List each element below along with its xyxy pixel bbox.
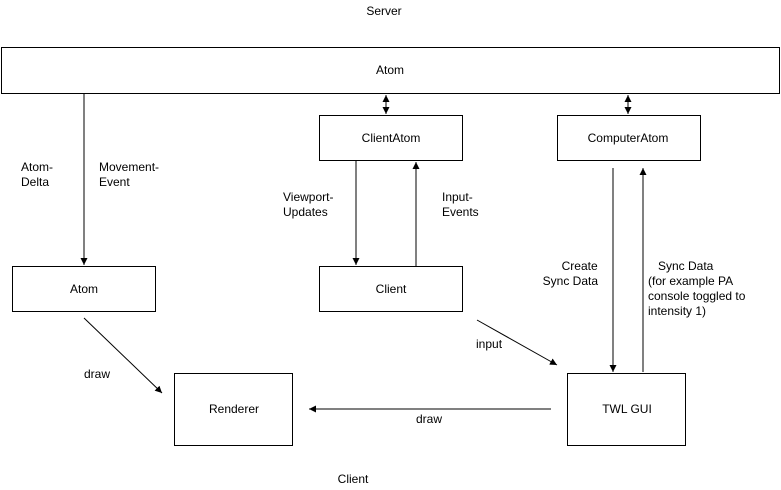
atom-box	[12, 266, 156, 312]
renderer-node: Renderer	[174, 373, 293, 446]
sync-data-note-line-2: (for example PA	[648, 274, 733, 288]
twl-gui-box	[567, 373, 686, 446]
renderer-label: Renderer	[209, 402, 259, 416]
input-events-line-2: Events	[442, 205, 479, 219]
computer-atom-box	[557, 115, 701, 161]
viewport-updates-label: Viewport- Updates	[283, 190, 337, 219]
twl-gui-node: TWL GUI	[567, 373, 686, 446]
server-label: Server	[366, 4, 401, 18]
sync-data-note-line-3: console toggled to	[648, 289, 746, 303]
server-atom-box	[1, 47, 780, 94]
atom-draw-arrow	[83, 317, 163, 394]
create-sync-data-label: Create Sync Data	[543, 259, 601, 288]
atom-label: Atom	[70, 282, 98, 296]
server-atom-node: Atom	[1, 47, 780, 94]
sync-data-note-line-4: intensity 1)	[648, 304, 706, 318]
server-atom-label: Atom	[376, 63, 404, 77]
atom-delta-label: Atom- Delta	[21, 160, 56, 189]
atom-delta-line-1: Atom-	[21, 160, 53, 174]
input-events-line-1: Input-	[442, 190, 473, 204]
gui-draw-label: draw	[416, 412, 442, 426]
twl-gui-label: TWL GUI	[602, 402, 652, 416]
client-atom-box	[319, 115, 463, 161]
input-events-label: Input- Events	[442, 190, 479, 219]
client-node: Client	[319, 266, 463, 312]
computer-atom-node: ComputerAtom	[557, 115, 701, 161]
viewport-updates-line-1: Viewport-	[283, 190, 333, 204]
client-label: Client	[338, 472, 369, 486]
client-atom-node: ClientAtom	[319, 115, 463, 161]
sync-data-note-label: Sync Data (for example PA console toggle…	[648, 259, 749, 318]
create-sync-data-line-1: Create	[562, 259, 598, 273]
movement-event-label: Movement- Event	[99, 160, 162, 189]
atom-draw-label: draw	[84, 367, 110, 381]
client-box	[319, 266, 463, 312]
renderer-box	[174, 373, 293, 446]
sync-data-note-line-1: Sync Data	[658, 259, 714, 273]
viewport-updates-line-2: Updates	[283, 205, 328, 219]
client-atom-local-node: Atom	[12, 266, 156, 312]
movement-event-line-1: Movement-	[99, 160, 159, 174]
client-input-arrow	[476, 319, 558, 366]
client-atom-label: ClientAtom	[362, 131, 421, 145]
movement-event-line-2: Event	[99, 175, 130, 189]
client-box-label: Client	[376, 282, 407, 296]
create-sync-data-line-2: Sync Data	[543, 274, 599, 288]
computer-atom-label: ComputerAtom	[588, 131, 669, 145]
client-input-label: input	[476, 337, 503, 351]
atom-delta-line-2: Delta	[21, 175, 49, 189]
